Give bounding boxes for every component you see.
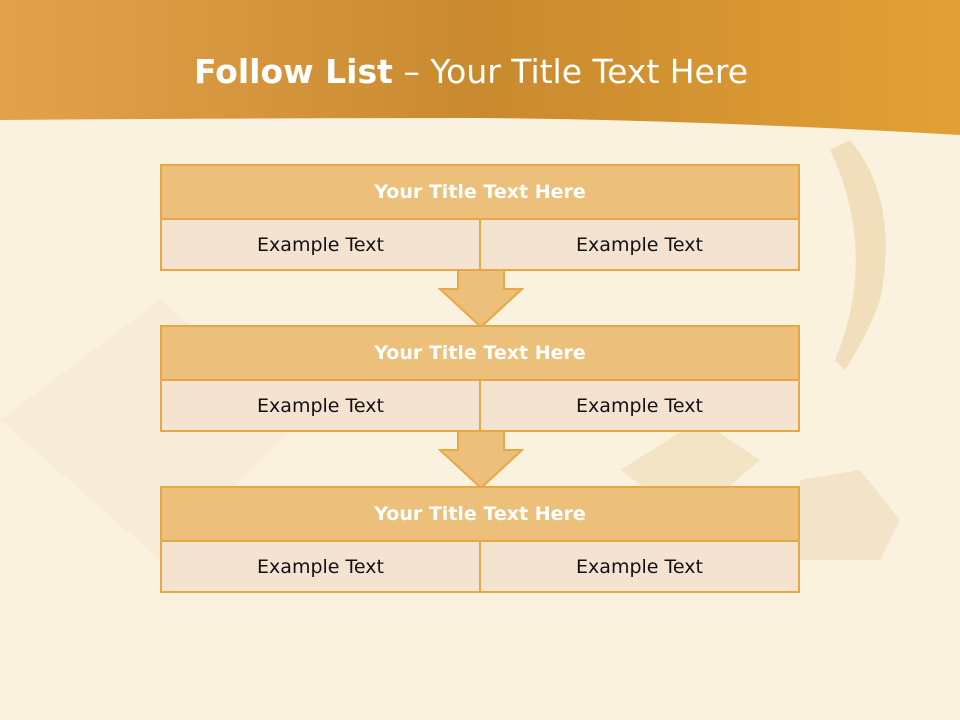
block-title: Your Title Text Here xyxy=(160,325,800,381)
down-arrow-icon xyxy=(438,269,524,329)
header-band xyxy=(0,0,960,135)
slide-title: Follow List – Your Title Text Here xyxy=(0,52,942,91)
block-cell-left: Example Text xyxy=(160,542,481,593)
block-cell-right: Example Text xyxy=(481,381,800,432)
list-block-1: Your Title Text Here Example Text Exampl… xyxy=(160,164,800,271)
block-cell-right: Example Text xyxy=(481,220,800,271)
down-arrow-icon xyxy=(438,430,524,490)
block-cell-right: Example Text xyxy=(481,542,800,593)
block-title: Your Title Text Here xyxy=(160,164,800,220)
block-title: Your Title Text Here xyxy=(160,486,800,542)
title-rest: – Your Title Text Here xyxy=(403,52,749,91)
block-cell-left: Example Text xyxy=(160,220,481,271)
title-bold: Follow List xyxy=(193,52,393,91)
block-cell-left: Example Text xyxy=(160,381,481,432)
list-block-3: Your Title Text Here Example Text Exampl… xyxy=(160,486,800,593)
list-block-2: Your Title Text Here Example Text Exampl… xyxy=(160,325,800,432)
